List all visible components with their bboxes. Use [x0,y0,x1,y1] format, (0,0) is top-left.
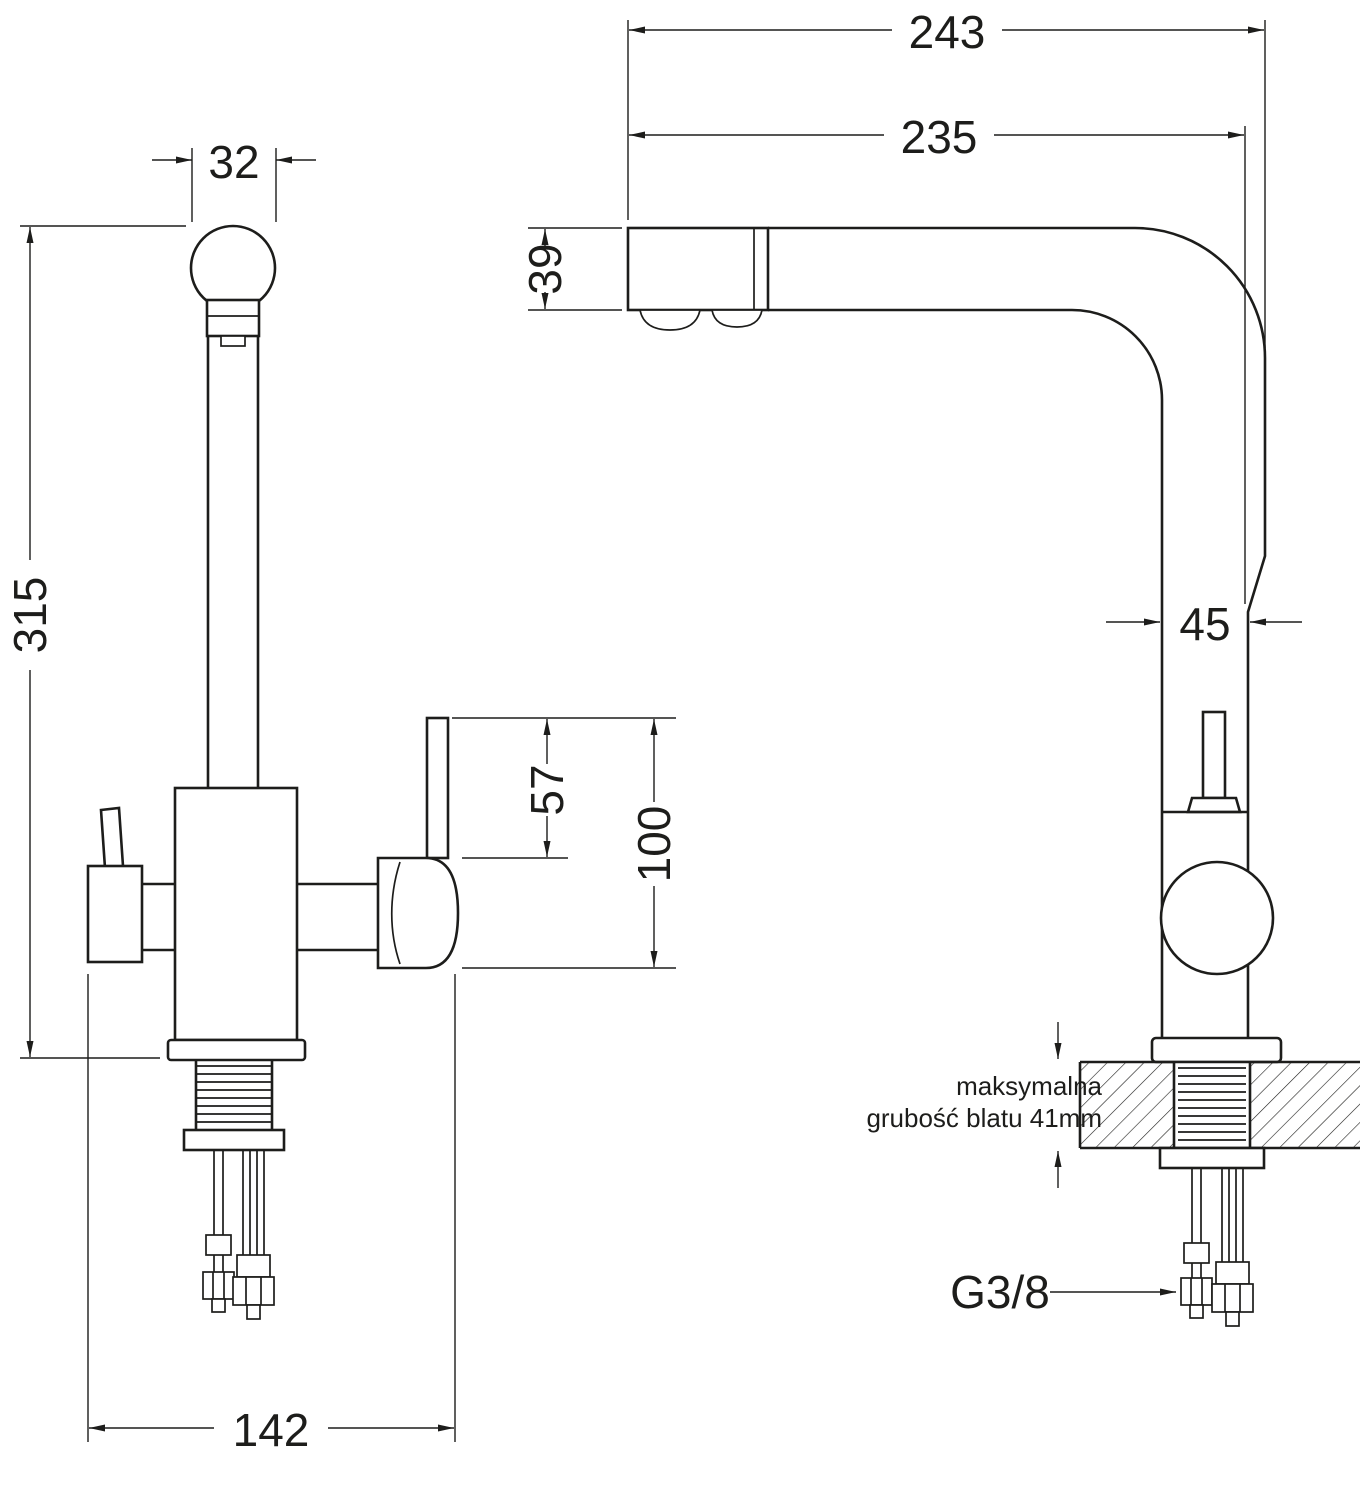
front-right-arm [297,882,378,952]
front-body [173,786,299,1042]
front-hose-fitting-left [202,1271,235,1300]
front-hose-fitting-right [232,1276,275,1306]
front-view [86,224,460,1320]
side-spout-head [626,226,770,312]
dim-reach-outer-243: 243 [627,6,1266,348]
side-hose-fitting-right [1211,1283,1254,1313]
dim-142-label: 142 [233,1404,310,1456]
side-base-flange [1150,1036,1283,1064]
front-mounting-nut [182,1128,286,1152]
side-handle-lever [1201,710,1227,800]
dim-243-label: 243 [909,6,986,58]
dim-235-label: 235 [901,111,978,163]
dim-upper-body-height-100: 100 [462,719,680,969]
side-hose-fitting-left [1180,1277,1213,1306]
front-supply-hoses [213,1150,265,1272]
dim-reach-inner-235: 235 [629,111,1246,604]
dim-39-label: 39 [519,243,571,294]
countertop-note-line2: grubość blatu 41mm [866,1103,1102,1133]
front-base-flange [166,1038,307,1062]
dim-57-label: 57 [521,764,573,815]
thread-size-label: G3/8 [950,1266,1050,1318]
dim-base-span-142: 142 [87,974,456,1456]
dim-315-label: 315 [4,577,56,654]
side-supply-hoses [1191,1168,1244,1278]
dimensions: 32 315 243 235 39 [4,6,1302,1456]
side-spout-inner [768,308,1164,1038]
side-ball-joint [1159,860,1275,976]
front-handle-lever [425,716,450,860]
dim-total-height-315: 315 [4,225,186,1059]
front-left-base [86,864,144,964]
side-mounting-nut [1158,1146,1266,1170]
side-aerator [638,309,702,331]
front-spout-ball [189,224,277,312]
front-riser-pipe [206,302,260,788]
dim-32-label: 32 [208,136,259,188]
front-aerator [205,298,261,338]
dim-spout-diameter-32: 32 [152,136,316,222]
note-countertop-thickness: maksymalna grubość blatu 41mm [866,1022,1103,1188]
dim-head-height-39: 39 [519,227,622,311]
dim-lever-height-57: 57 [452,717,676,859]
countertop-note-line1: maksymalna [956,1071,1102,1101]
dim-body-width-45: 45 [1106,598,1302,650]
front-left-lever [99,806,125,870]
side-view [626,226,1360,1327]
front-threaded-stem [194,1060,274,1130]
side-spout-outer [768,226,1267,1038]
front-handle-joint [376,856,460,970]
dim-45-label: 45 [1179,598,1230,650]
front-left-arm [142,882,175,952]
note-thread-size: G3/8 [950,1266,1176,1318]
side-threaded-stem [1172,1062,1252,1148]
dim-100-label: 100 [628,806,680,883]
